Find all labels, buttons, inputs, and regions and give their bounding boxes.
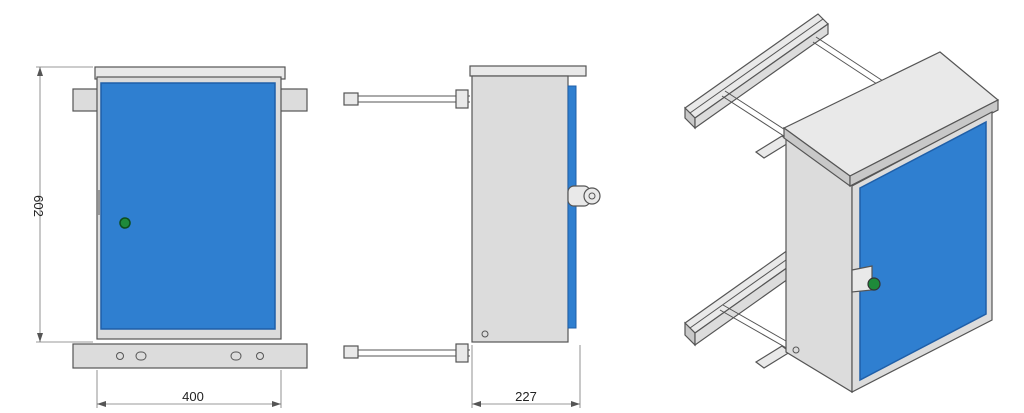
isometric-view [684, 13, 1000, 394]
front-bottom-rail [72, 343, 308, 369]
rail-slot [116, 352, 124, 360]
iso-screw [792, 346, 800, 354]
front-door-panel [100, 82, 276, 330]
front-view [72, 66, 308, 369]
iso-door-panel [859, 120, 987, 382]
rail-slots [116, 351, 264, 361]
height-dimension: 602 [31, 66, 93, 343]
side-bottom-bracket [343, 345, 359, 359]
side-screw [481, 330, 489, 338]
width-dimension: 400 [96, 370, 282, 408]
side-view [343, 65, 601, 363]
height-dimension-label: 602 [31, 195, 46, 217]
front-lock-icon [119, 217, 131, 229]
depth-dimension-label: 227 [515, 389, 537, 404]
side-top-bracket [343, 92, 359, 106]
side-body [471, 75, 569, 343]
rail-slot [230, 351, 242, 361]
side-door-edge [567, 85, 577, 329]
depth-dimension: 227 [471, 345, 581, 408]
width-dimension-label: 400 [182, 389, 204, 404]
rail-slot [256, 352, 264, 360]
rail-slot [135, 351, 147, 361]
iso-lock-icon [867, 277, 881, 291]
side-top-cap [469, 65, 587, 77]
side-lock-icon [583, 187, 601, 205]
